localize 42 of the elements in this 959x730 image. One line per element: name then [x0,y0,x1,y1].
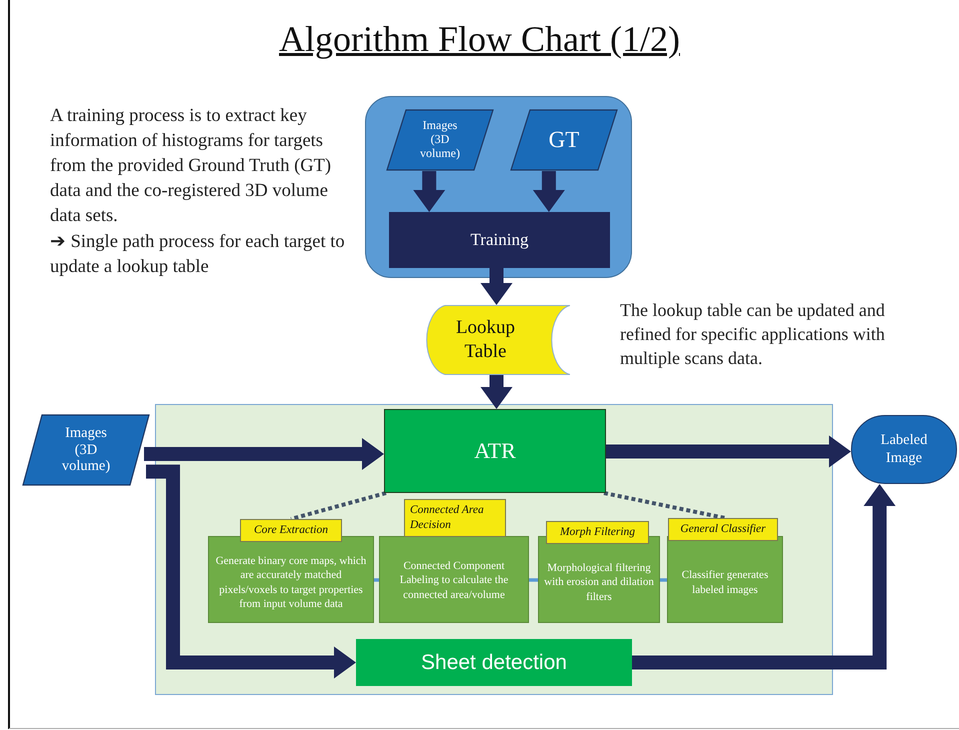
process-step [667,518,783,623]
slide-title: Algorithm Flow Chart (1/2) [278,18,681,60]
step-description: Morphological filtering with erosion and dilation filters [538,536,660,623]
arrow [480,268,512,305]
connector-line [374,578,379,582]
data-input-shape [22,414,150,486]
arrow [480,375,512,409]
arrow [606,436,851,468]
arrow [146,464,356,678]
step-title: Connected Area Decision [404,499,506,537]
step-description: Classifier generates labeled images [667,536,783,623]
arrow [532,171,565,212]
annotation-text: A training process is to extract key information of histograms for targets from the provided Ground Truth (GT) data and the co-registered 3D volume data sets. [50,105,332,228]
step-title: General Classifier [668,518,778,541]
atr-panel [155,404,833,695]
training-group [365,96,632,278]
dotted-connector [290,491,387,521]
step-title: Morph Filtering [546,521,649,544]
connector-line [529,578,538,582]
step-description: Generate binary core maps, which are accurately matched pixels/voxels to target properties from input volume data [208,536,374,623]
data-input-shape [386,109,494,171]
terminal-shape: Labeled Image [851,415,957,484]
process-step [379,499,529,623]
node-text: Images (3D volume) [419,119,461,161]
arrow [413,171,446,212]
step-description: Connected Component Labeling to calculate the connected area/volume [379,536,529,623]
node-text: Lookup Table [454,316,516,364]
process-step [208,519,374,623]
dotted-connector [604,491,726,520]
arrow [632,484,896,670]
data-input-shape [510,109,618,171]
annotation-text: The lookup table can be updated and refined for specific applications with multiple scans data. [620,299,886,370]
process-box: Sheet detection [356,639,632,686]
step-title: Core Extraction [240,519,342,542]
node-text: Images (3D volume) [60,424,112,475]
process-box: ATR [384,409,606,493]
connector-line [660,578,667,582]
stored-data-shape [423,305,570,375]
arrow [144,438,384,470]
process-box: Training [389,212,610,268]
node-text: GT [548,126,580,154]
annotation-text: ➔ Single path process for each target to update a lookup table [50,231,346,279]
